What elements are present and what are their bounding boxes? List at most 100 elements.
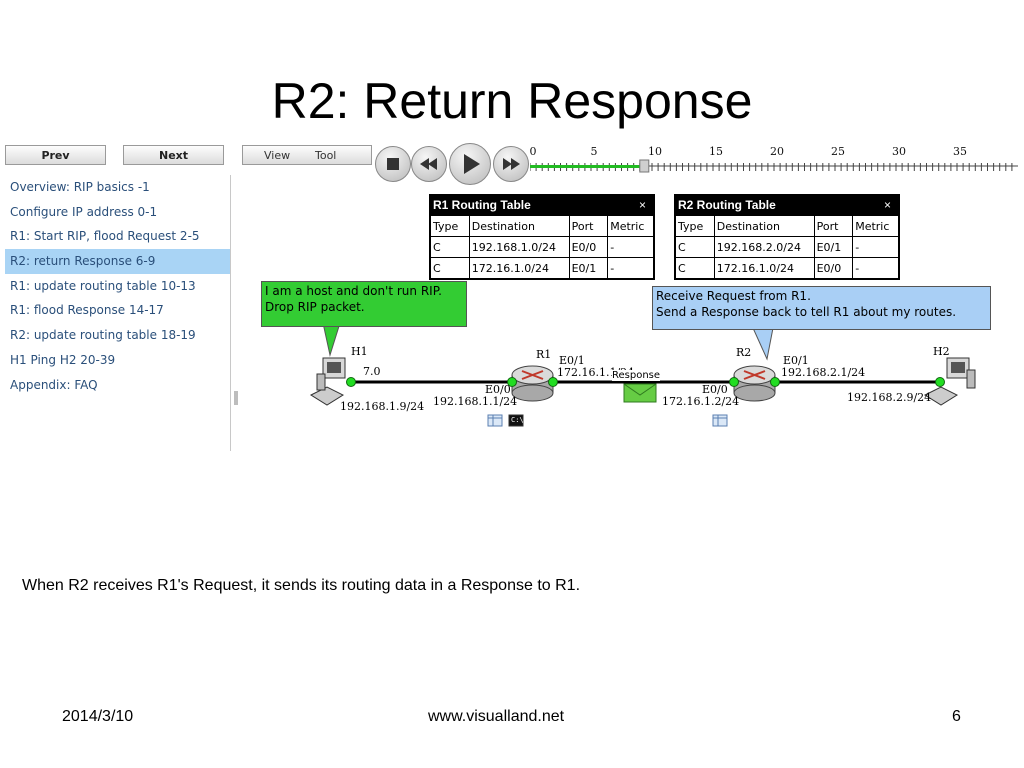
r2-table-close-icon[interactable]: × <box>883 198 891 212</box>
table-cell: C <box>675 236 715 258</box>
column-header: Metric <box>607 215 654 237</box>
table-cell: E0/0 <box>568 236 609 258</box>
footer-date: 2014/3/10 <box>62 708 134 725</box>
column-header: Port <box>568 215 609 237</box>
table-cell: C <box>430 257 470 279</box>
h1-bubble-line1: I am a host and don't run RIP. <box>265 284 442 298</box>
r1-table-title: R1 Routing Table × <box>430 195 654 215</box>
r1-table-icon[interactable] <box>487 414 503 427</box>
rewind-button[interactable] <box>411 146 447 182</box>
sidebar-item[interactable]: R2: return Response 6-9 <box>5 249 230 274</box>
stop-button[interactable] <box>375 146 411 182</box>
tool-menu[interactable]: Tool <box>315 149 337 162</box>
sidebar-item[interactable]: H1 Ping H2 20-39 <box>10 352 116 367</box>
table-cell: 172.16.1.0/24 <box>713 257 815 279</box>
sidebar-item[interactable]: R1: Start RIP, flood Request 2-5 <box>10 229 200 244</box>
h1-bubble-pointer <box>322 322 341 357</box>
table-cell: - <box>852 236 899 258</box>
response-packet-icon[interactable] <box>623 383 657 403</box>
r1-table-title-text: R1 Routing Table <box>433 198 531 212</box>
sidebar-item[interactable]: R1: update routing table 10-13 <box>10 278 196 293</box>
fast-forward-button[interactable] <box>493 146 529 182</box>
timeline-tick-label: 25 <box>831 145 845 158</box>
h2-computer-icon[interactable] <box>923 357 976 406</box>
h1-interface-dot <box>346 377 356 387</box>
column-header: Destination <box>713 215 815 237</box>
table-cell: E0/0 <box>813 257 854 279</box>
page-number: 6 <box>952 708 961 725</box>
timeline-thumb[interactable] <box>639 159 650 173</box>
play-button[interactable] <box>449 143 491 185</box>
r1-e00-ip: 192.168.1.1/24 <box>433 395 518 408</box>
timeline-progress <box>530 165 640 168</box>
r1-table-close-icon[interactable]: × <box>638 198 646 212</box>
slide-caption: When R2 receives R1's Request, it sends … <box>22 577 581 594</box>
h1-computer-icon[interactable] <box>309 357 346 406</box>
r2-e00-name: E0/0 <box>702 383 728 396</box>
table-cell: - <box>607 257 654 279</box>
r1-name: R1 <box>536 348 552 361</box>
timeline-tick-label: 35 <box>953 145 967 158</box>
prev-button[interactable]: Prev <box>5 145 106 165</box>
sidebar-item[interactable]: Configure IP address 0-1 <box>10 204 158 219</box>
h1-extra-label: 7.0 <box>363 365 381 378</box>
rewind-icon <box>420 158 437 170</box>
sidebar-item[interactable]: Appendix: FAQ <box>10 377 98 392</box>
timeline-tick-label: 20 <box>770 145 784 158</box>
view-menu[interactable]: View <box>264 149 291 162</box>
sidebar-scrollbar[interactable] <box>234 391 238 405</box>
column-header: Destination <box>468 215 570 237</box>
table-cell: 192.168.1.0/24 <box>468 236 570 258</box>
fast-forward-icon <box>503 158 520 170</box>
r1-e00-name: E0/0 <box>485 383 511 396</box>
r2-name: R2 <box>736 346 752 359</box>
simulator-app: Prev Next View Tool Overview: RIP basics… <box>5 143 1020 451</box>
r2-bubble-line1: Receive Request from R1. <box>656 289 811 303</box>
table-cell: C <box>675 257 715 279</box>
packet-label: Response <box>612 370 661 381</box>
r1-console-icon[interactable] <box>508 414 524 427</box>
r2-table-title: R2 Routing Table × <box>675 195 899 215</box>
lesson-sidebar: Overview: RIP basics -1 Configure IP addr… <box>5 175 231 451</box>
column-header: Port <box>813 215 854 237</box>
column-header: Type <box>675 215 715 237</box>
sidebar-item[interactable]: Overview: RIP basics -1 <box>10 180 150 194</box>
r2-e00-dot <box>729 377 739 387</box>
h1-ip: 192.168.1.9/24 <box>340 400 425 413</box>
r1-e01-dot <box>548 377 558 387</box>
footer-url: www.visualland.net <box>428 708 565 725</box>
table-cell: E0/1 <box>813 236 854 258</box>
h2-name: H2 <box>933 345 950 358</box>
h1-speech-bubble: I am a host and don't run RIP. Drop RIP … <box>261 281 467 327</box>
table-cell: 192.168.2.0/24 <box>713 236 815 258</box>
table-cell: E0/1 <box>568 257 609 279</box>
r2-table-icon[interactable] <box>712 414 728 427</box>
table-cell: - <box>852 257 899 279</box>
slide-title: R2: Return Response <box>271 73 753 129</box>
table-cell: 172.16.1.0/24 <box>468 257 570 279</box>
r2-bubble-pointer <box>752 327 774 361</box>
r2-table-title-text: R2 Routing Table <box>678 198 776 212</box>
r2-router-icon[interactable] <box>733 365 776 402</box>
timeline-tick-label: 0 <box>529 145 537 158</box>
sidebar-item[interactable]: R2: update routing table 18-19 <box>10 328 196 343</box>
r2-e01-name: E0/1 <box>783 354 809 367</box>
sidebar-item[interactable]: R1: flood Response 14-17 <box>10 303 164 318</box>
timeline-tick-label: 15 <box>709 145 723 158</box>
r1-router-icon[interactable] <box>511 365 554 402</box>
timeline-tick-label: 30 <box>892 145 906 158</box>
r2-e01-dot <box>770 377 780 387</box>
h1-bubble-line2: Drop RIP packet. <box>265 300 365 314</box>
r1-e01-name: E0/1 <box>559 354 585 367</box>
r2-bubble-line2: Send a Response back to tell R1 about my… <box>656 305 957 319</box>
r2-e01-ip: 192.168.2.1/24 <box>781 366 866 379</box>
next-button[interactable]: Next <box>123 145 224 165</box>
